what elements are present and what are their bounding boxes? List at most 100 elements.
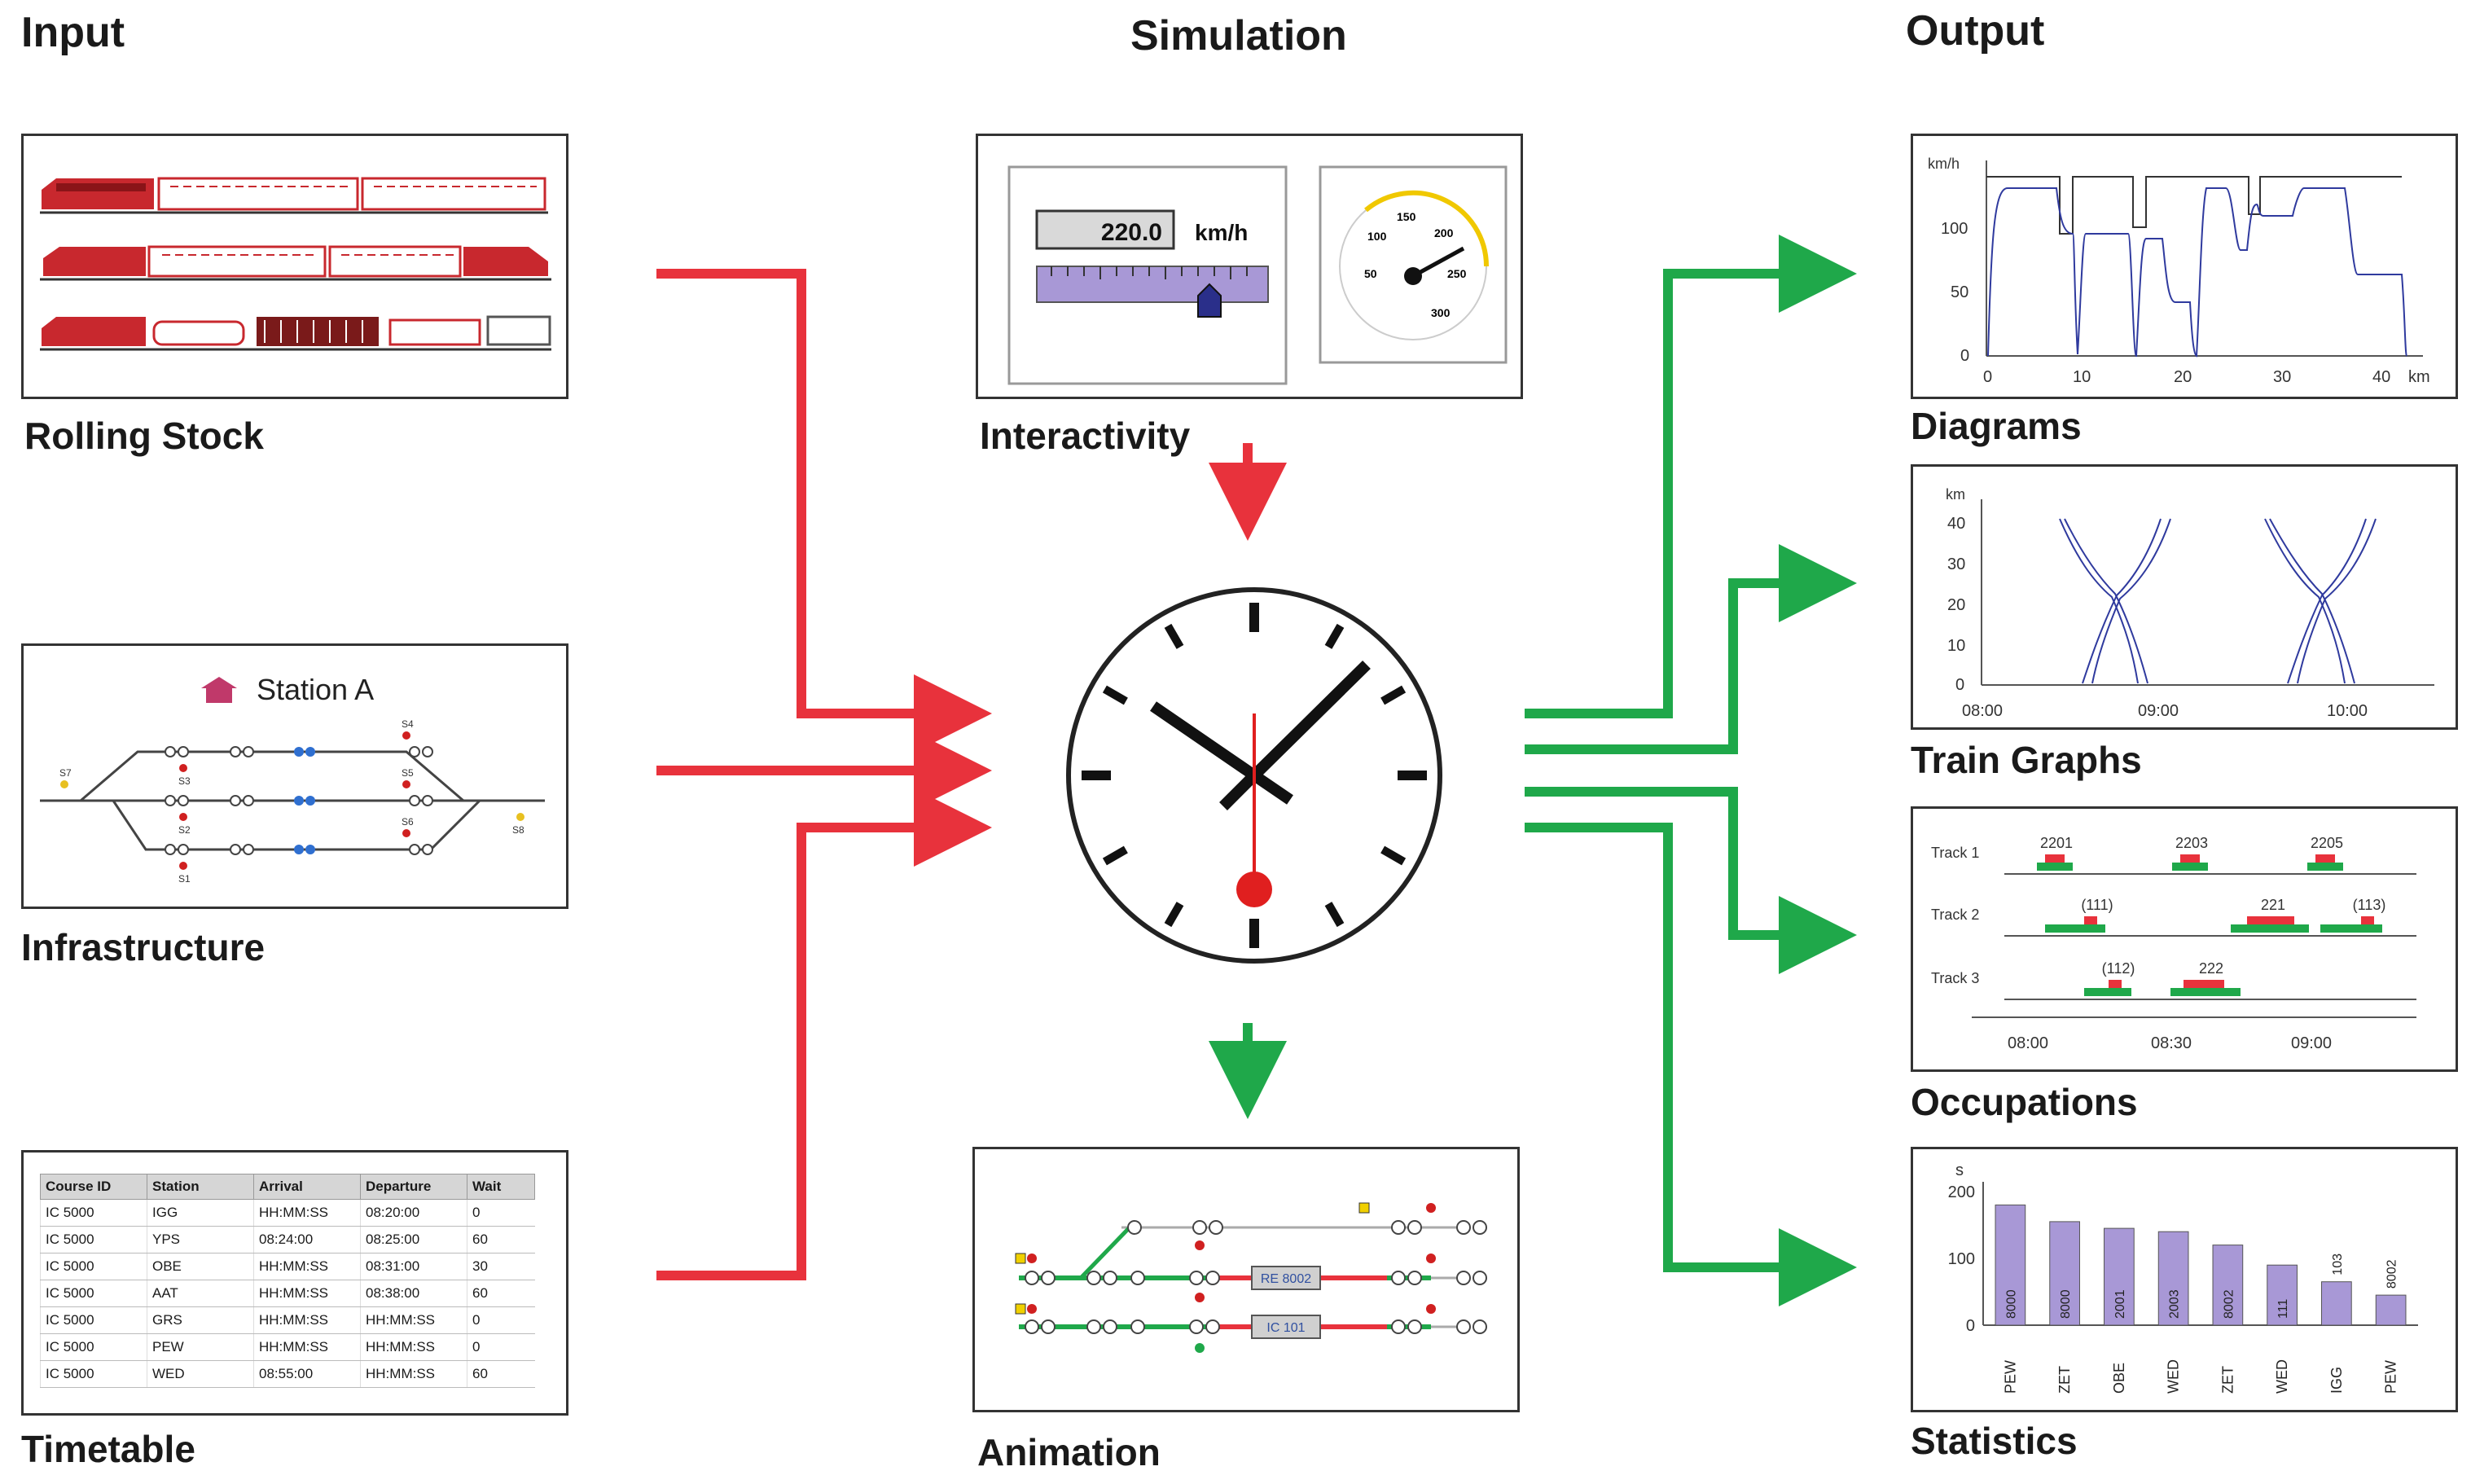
timetable-cell: HH:MM:SS	[253, 1280, 361, 1307]
svg-text:Track 1: Track 1	[1931, 845, 1979, 861]
train-re-8002[interactable]	[1251, 1266, 1321, 1290]
svg-text:Track 3: Track 3	[1931, 970, 1979, 986]
col-course-id: Course ID	[40, 1174, 147, 1200]
clock-hour-mark	[1164, 902, 1184, 928]
stats-bar-label: 8000	[2004, 1289, 2018, 1319]
speed-display	[1035, 209, 1175, 250]
stats-bar-label: 111	[2276, 1299, 2290, 1319]
stats-bar-label: 8002	[2222, 1289, 2236, 1319]
svg-text:0: 0	[1955, 676, 1964, 694]
interactivity-caption: Interactivity	[980, 415, 1191, 457]
timetable-cell: HH:MM:SS	[360, 1333, 467, 1361]
svg-text:S5: S5	[402, 767, 414, 779]
speed-unit: km/h	[1195, 220, 1248, 245]
svg-text:S6: S6	[402, 816, 414, 828]
train-graphs-y-unit: km	[1946, 486, 1965, 503]
svg-text:2205: 2205	[2311, 835, 2343, 851]
arrow-rolling-stock-to-simulation	[656, 269, 992, 753]
track-nodes	[165, 746, 433, 855]
timetable-cell: IGG	[147, 1199, 254, 1227]
train-re-8002-label: RE 8002	[1261, 1272, 1311, 1286]
svg-text:30: 30	[1947, 555, 1965, 573]
timetable-cell: GRS	[147, 1306, 254, 1334]
svg-text:250: 250	[1447, 267, 1467, 280]
timetable-cell: 60	[467, 1226, 535, 1253]
animation-caption: Animation	[977, 1431, 1161, 1473]
infrastructure-panel: Station A S7 S4 S3 S5 S2 S6 S1	[21, 643, 568, 909]
timetable-cell: IC 5000	[40, 1306, 147, 1334]
statistics-caption: Statistics	[1911, 1420, 2078, 1462]
occupation-train-labels: 2201 2203 2205 (111) 221 (113) (112) 222	[2040, 835, 2385, 977]
timetable-cell: OBE	[147, 1253, 254, 1280]
timetable-cell: YPS	[147, 1226, 254, 1253]
timetable-cell: 08:25:00	[360, 1226, 467, 1253]
col-arrival: Arrival	[253, 1174, 361, 1200]
timetable-panel: Course ID Station Arrival Departure Wait…	[21, 1150, 568, 1416]
timetable-cell: IC 5000	[40, 1280, 147, 1307]
stats-y-unit: s	[1955, 1161, 1964, 1179]
input-column-title: Input	[21, 9, 125, 56]
diagrams-y-unit: km/h	[1928, 156, 1960, 172]
train-ic-101[interactable]	[1251, 1315, 1321, 1339]
timetable-cell: WED	[147, 1360, 254, 1388]
clock-hour-mark	[1324, 902, 1345, 928]
track-layout	[40, 750, 545, 851]
svg-text:2201: 2201	[2040, 835, 2073, 851]
clock-minute-hand	[1250, 661, 1371, 779]
svg-text:222: 222	[2199, 960, 2223, 977]
stats-category-label: IGG	[2328, 1367, 2345, 1394]
clock-hour-hand	[1150, 701, 1257, 780]
rolling-stock-illustration	[40, 177, 551, 351]
svg-text:S2: S2	[178, 824, 191, 836]
speed-slider-track[interactable]	[1036, 266, 1269, 303]
signal-labels: S7 S4 S3 S5 S2 S6 S1 S8	[59, 718, 524, 885]
timetable-cell: HH:MM:SS	[253, 1199, 361, 1227]
timetable-cell: IC 5000	[40, 1360, 147, 1388]
speed-slider-handle[interactable]	[1197, 283, 1222, 318]
arrow-to-train-graphs	[1525, 544, 1857, 754]
timetable-cell: 08:31:00	[360, 1253, 467, 1280]
timetable-caption: Timetable	[21, 1428, 195, 1470]
timetable-cell: AAT	[147, 1280, 254, 1307]
arrow-timetable-to-simulation	[656, 788, 992, 1280]
timetable-cell: HH:MM:SS	[360, 1360, 467, 1388]
simulation-clock	[1066, 587, 1442, 964]
svg-text:S1: S1	[178, 873, 191, 885]
timetable-cell: HH:MM:SS	[360, 1306, 467, 1334]
occupation-blocks	[2037, 854, 2382, 996]
col-wait: Wait	[467, 1174, 535, 1200]
stats-category-label: OBE	[2111, 1363, 2127, 1394]
svg-text:10:00: 10:00	[2327, 702, 2368, 720]
stats-y-tick: 200	[1948, 1183, 1975, 1201]
clock-hour-mark	[1164, 623, 1184, 649]
svg-text:09:00: 09:00	[2291, 1034, 2332, 1052]
svg-text:09:00: 09:00	[2138, 702, 2179, 720]
svg-text:2203: 2203	[2175, 835, 2208, 851]
svg-text:100: 100	[1941, 220, 1968, 238]
train-graphs-panel: km 0 10 20 30 40 08:00 09:00 10:00	[1911, 464, 2458, 730]
stats-bar	[2321, 1281, 2352, 1326]
clock-hour-mark	[1102, 845, 1128, 866]
train-row-3	[40, 315, 551, 351]
svg-text:10: 10	[1947, 637, 1965, 655]
slider-ticks	[1051, 266, 1248, 279]
stats-bar	[2157, 1231, 2189, 1326]
svg-text:221: 221	[2261, 897, 2285, 913]
svg-text:(113): (113)	[2353, 897, 2386, 913]
platform-markers	[294, 747, 315, 854]
svg-text:20: 20	[1947, 596, 1965, 614]
stats-bar	[2104, 1227, 2135, 1326]
stats-bar-label: 8000	[2059, 1289, 2073, 1319]
clock-hour-mark	[1102, 685, 1128, 705]
arrow-to-diagrams	[1525, 235, 1857, 718]
stats-category-label: ZET	[2056, 1366, 2073, 1394]
svg-text:08:00: 08:00	[2008, 1034, 2048, 1052]
stats-bar	[2267, 1264, 2298, 1326]
stats-category-label: WED	[2166, 1359, 2182, 1394]
rolling-stock-caption: Rolling Stock	[24, 415, 264, 457]
